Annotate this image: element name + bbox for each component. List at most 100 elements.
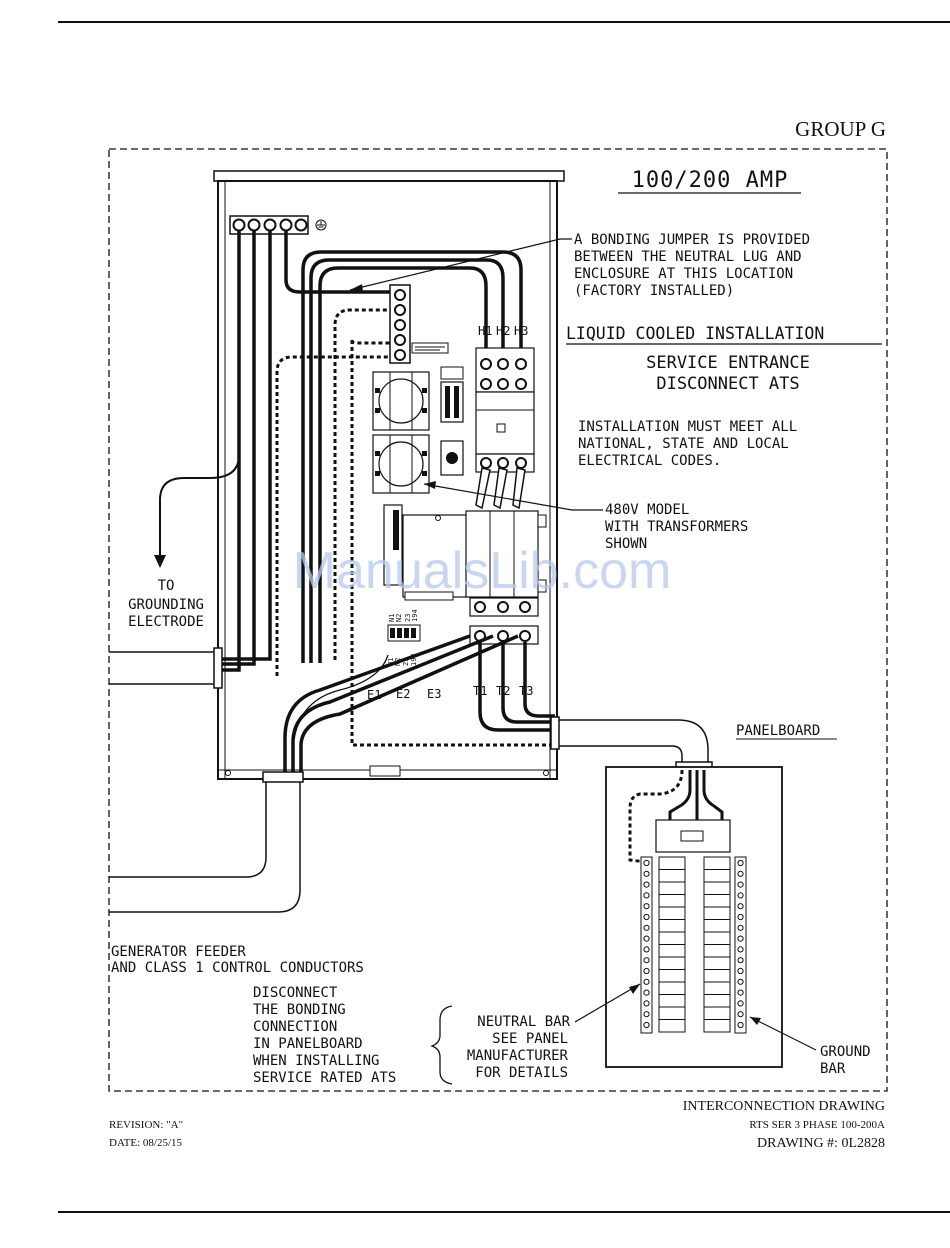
bar-hole: [737, 989, 744, 996]
bar-hole: [643, 1000, 650, 1007]
bar-hole: [643, 881, 650, 888]
arrow-down-icon: [154, 555, 166, 568]
mount-hole: [543, 770, 549, 776]
installation-type: LIQUID COOLED INSTALLATION: [566, 324, 824, 343]
ground-bar-note: GROUND BAR: [820, 1044, 871, 1077]
utility-conductors: [301, 250, 523, 663]
codes-note: INSTALLATION MUST MEET ALL NATIONAL, STA…: [578, 419, 797, 469]
breaker-slot: [703, 881, 731, 895]
drawing-number: DRAWING #: 0L2828: [757, 1136, 885, 1151]
svg-text:CONNECTION: CONNECTION: [253, 1019, 337, 1035]
conduits: [109, 647, 713, 913]
panelboard: [605, 766, 783, 1068]
svg-text:T2: T2: [496, 684, 510, 698]
svg-text:SERVICE ENTRANCE: SERVICE ENTRANCE: [646, 353, 810, 373]
breaker-slot: [658, 994, 686, 1008]
conduit-fitting: [262, 771, 304, 783]
svg-text:WITH TRANSFORMERS: WITH TRANSFORMERS: [605, 519, 748, 535]
dashed-neutral-conductors: [275, 308, 555, 747]
svg-text:BAR: BAR: [820, 1061, 846, 1077]
label-plate: [411, 342, 449, 354]
arrowhead-icon: [424, 481, 436, 489]
bar-hole: [643, 870, 650, 877]
bar-hole: [643, 957, 650, 964]
svg-text:E2: E2: [396, 687, 410, 701]
breaker-slot: [658, 981, 686, 995]
ground-bar: [734, 856, 747, 1034]
utility-terminal-labels: H1 H2 H3: [478, 324, 528, 338]
date: DATE: 08/25/15: [109, 1137, 183, 1149]
svg-text:N1: N1: [388, 614, 396, 622]
svg-text:INSTALLATION MUST MEET ALL: INSTALLATION MUST MEET ALL: [578, 419, 797, 435]
group-label: GROUP G: [795, 117, 886, 141]
svg-text:(FACTORY INSTALLED): (FACTORY INSTALLED): [574, 283, 734, 299]
breaker-slot: [658, 1006, 686, 1020]
arrowhead-icon: [750, 1017, 761, 1025]
grounding-electrode-conductor: [154, 420, 240, 568]
bar-hole: [737, 881, 744, 888]
bar-hole: [643, 913, 650, 921]
enclosure-lid: [213, 170, 565, 182]
svg-text:GROUNDING: GROUNDING: [128, 597, 204, 613]
breaker-slot: [658, 856, 686, 870]
breaker-slot: [703, 869, 731, 883]
neutral-lug-bar: [229, 215, 327, 235]
svg-text:ELECTRODE: ELECTRODE: [128, 614, 204, 630]
bar-hole: [643, 946, 650, 953]
svg-text:H3: H3: [514, 324, 528, 338]
mount-hole: [225, 770, 231, 776]
bar-hole: [737, 1000, 744, 1007]
bar-hole: [737, 870, 744, 877]
neutral-bar: [640, 856, 653, 1034]
svg-text:DISCONNECT ATS: DISCONNECT ATS: [656, 374, 799, 394]
svg-text:H1: H1: [478, 324, 492, 338]
bar-hole: [643, 1021, 650, 1029]
bar-hole: [737, 913, 744, 921]
bar-hole: [643, 978, 650, 985]
svg-text:IN PANELBOARD: IN PANELBOARD: [253, 1036, 363, 1052]
neutral-ground-conductors: [222, 231, 394, 672]
svg-text:194: 194: [411, 609, 419, 622]
svg-text:ELECTRICAL CODES.: ELECTRICAL CODES.: [578, 453, 721, 469]
bar-hole: [737, 892, 744, 899]
ground-symbol-icon: [315, 219, 327, 231]
conduit-fitting: [550, 716, 560, 750]
breaker-slot: [703, 931, 731, 945]
neutral-block: [389, 284, 411, 364]
model-note: 480V MODEL WITH TRANSFORMERS SHOWN: [605, 502, 748, 552]
svg-text:TO: TO: [158, 578, 175, 594]
svg-text:ENCLOSURE AT THIS LOCATION: ENCLOSURE AT THIS LOCATION: [574, 266, 793, 282]
breaker-slot: [703, 894, 731, 908]
footer: REVISION: "A" DATE: 08/25/15 INTERCONNEC…: [109, 1099, 885, 1151]
control-terminal-labels: N1 N2 23 194 N1 N2 23 194: [387, 609, 419, 666]
bar-hole: [737, 946, 744, 953]
breaker-slot: [703, 981, 731, 995]
grounding-note: TO GROUNDING ELECTRODE: [128, 578, 204, 630]
bar-hole: [737, 859, 744, 867]
svg-text:A BONDING JUMPER IS PROVIDED: A BONDING JUMPER IS PROVIDED: [574, 232, 810, 248]
bar-hole: [643, 903, 650, 910]
svg-text:E3: E3: [427, 687, 441, 701]
svg-text:T3: T3: [519, 684, 533, 698]
svg-text:WHEN INSTALLING: WHEN INSTALLING: [253, 1053, 379, 1069]
bar-holes: [643, 859, 744, 1029]
svg-text:THE BONDING: THE BONDING: [253, 1002, 346, 1018]
bar-hole: [737, 957, 744, 964]
bottom-bracket: [369, 765, 401, 777]
model-line: RTS SER 3 PHASE 100-200A: [749, 1119, 885, 1131]
breaker-slot: [658, 944, 686, 958]
leader-lines: [349, 238, 817, 1051]
panelboard-label: PANELBOARD: [736, 723, 820, 739]
svg-text:E1: E1: [367, 688, 381, 702]
breaker-slot: [658, 1019, 686, 1033]
lug: [279, 218, 293, 232]
load-terminal-labels: T1 T2 T3: [473, 684, 533, 698]
bar-hole: [643, 1011, 650, 1018]
breaker-slot: [703, 994, 731, 1008]
svg-text:DISCONNECT: DISCONNECT: [253, 985, 338, 1001]
bonding-note: A BONDING JUMPER IS PROVIDED BETWEEN THE…: [574, 232, 810, 299]
control-board: [440, 366, 464, 476]
breaker-slot: [703, 944, 731, 958]
transformer: [372, 371, 430, 431]
bar-hole: [737, 924, 744, 931]
